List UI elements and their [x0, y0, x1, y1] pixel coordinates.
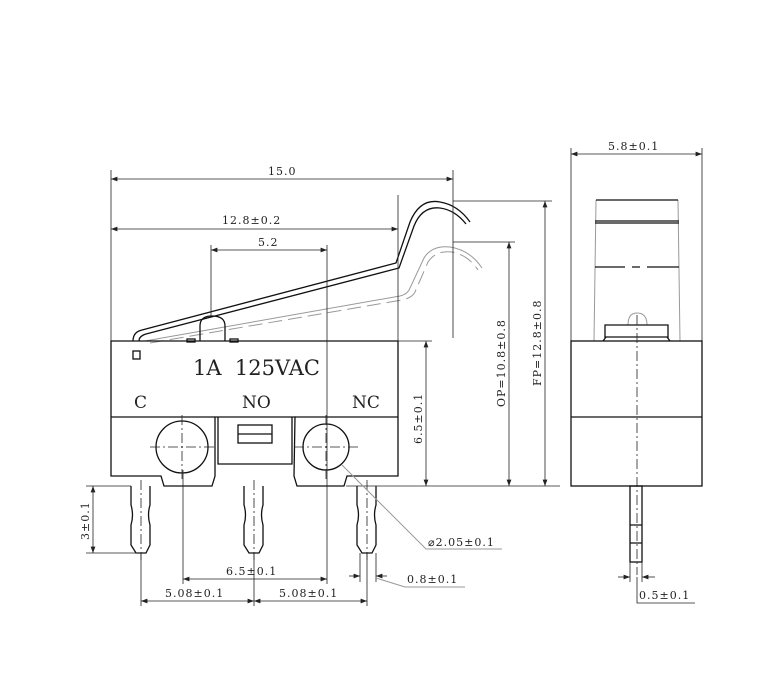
dim-overall-length: 15.0: [268, 165, 297, 178]
dim-pin-length: 3±0.1: [79, 501, 92, 540]
dim-width: 5.8±0.1: [608, 140, 659, 153]
dim-actuator-offset: 5.2: [258, 236, 279, 249]
rating-label: 1A 125VAC: [193, 356, 320, 380]
terminal-nc-label: NC: [352, 393, 380, 413]
terminal-c-label: C: [134, 393, 147, 413]
dim-pin-thickness: 0.5±0.1: [639, 589, 690, 602]
dim-hole-diameter: ⌀2.05±0.1: [428, 536, 495, 549]
front-view: 1A 125VAC C NO NC: [110, 200, 483, 560]
dim-free-position: FP=12.8±0.8: [531, 300, 544, 386]
dim-body-height: 6.5±0.1: [412, 393, 425, 444]
dim-hole-spacing: 6.5±0.1: [226, 565, 277, 578]
side-pin: [629, 485, 643, 563]
dim-body-length: 12.8±0.2: [222, 214, 281, 227]
marker-square: [132, 350, 141, 360]
dim-operating-position: OP=10.8±0.8: [495, 319, 508, 407]
terminal-pins: [130, 480, 377, 560]
dim-pin-width: 0.8±0.1: [407, 573, 458, 586]
terminal-no-label: NO: [242, 393, 271, 413]
lever: [132, 200, 483, 344]
dim-pin-pitch-right: 5.08±0.1: [279, 587, 338, 600]
dim-pin-pitch-left: 5.08±0.1: [165, 587, 224, 600]
actuator-plunger: [199, 315, 226, 341]
side-body: [570, 340, 703, 487]
front-dimensions: 15.0 12.8±0.2 5.2 6.5±0.1 OP=10.8±0.8 FP…: [79, 165, 560, 606]
side-view: 5.8±0.1 0.5±0.1: [570, 140, 703, 604]
